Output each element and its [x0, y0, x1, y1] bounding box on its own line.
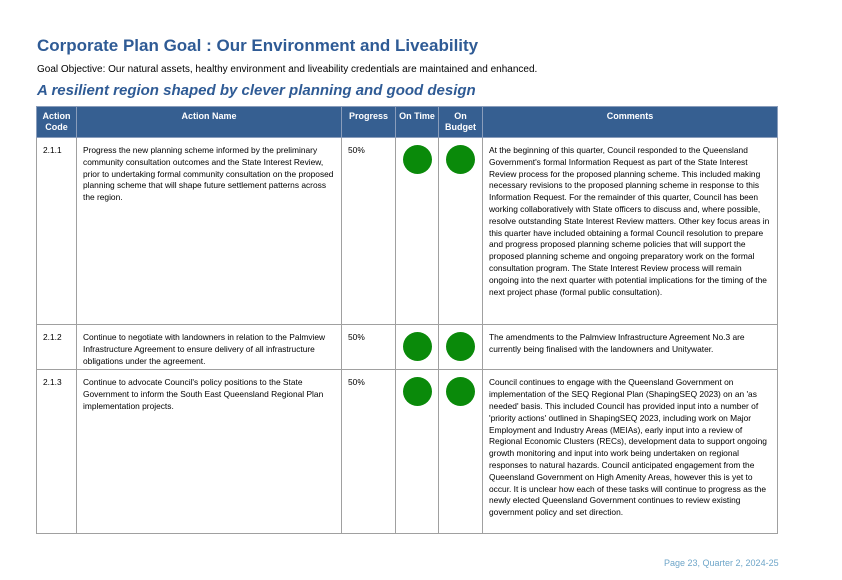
on-budget-status-dot	[446, 145, 475, 174]
col-header-comments: Comments	[482, 106, 778, 138]
action-name: Progress the new planning scheme informe…	[76, 137, 342, 325]
col-header-action-name: Action Name	[76, 106, 342, 138]
comments-text: At the beginning of this quarter, Counci…	[482, 137, 778, 325]
action-code: 2.1.2	[36, 323, 77, 371]
on-time-cell	[395, 323, 439, 371]
on-budget-status-dot	[446, 332, 475, 361]
table-row: 2.1.3 Continue to advocate Council's pol…	[36, 369, 778, 535]
action-code: 2.1.1	[36, 137, 77, 325]
progress-value: 50%	[341, 137, 396, 325]
col-header-progress: Progress	[341, 106, 396, 138]
comments-text: Council continues to engage with the Que…	[482, 369, 778, 535]
table-header-row: Action Code Action Name Progress On Time…	[36, 106, 778, 138]
on-budget-status-dot	[446, 377, 475, 407]
on-time-status-dot	[402, 332, 432, 361]
page-title: Corporate Plan Goal : Our Environment an…	[37, 36, 479, 55]
goal-objective: Goal Objective: Our natural assets, heal…	[37, 64, 538, 75]
table-row: 2.1.1 Progress the new planning scheme i…	[36, 137, 778, 325]
col-header-action-code: Action Code	[36, 106, 77, 138]
progress-value: 50%	[341, 323, 396, 371]
comments-text: The amendments to the Palmview Infrastru…	[482, 323, 778, 371]
on-budget-cell	[438, 323, 483, 371]
on-time-status-dot	[402, 377, 432, 407]
actions-table: Action Code Action Name Progress On Time…	[36, 106, 778, 535]
action-name: Continue to negotiate with landowners in…	[76, 323, 342, 371]
action-name: Continue to advocate Council's policy po…	[76, 369, 342, 535]
on-budget-cell	[438, 369, 483, 535]
progress-value: 50%	[341, 369, 396, 535]
table-row: 2.1.2 Continue to negotiate with landown…	[36, 323, 778, 371]
on-budget-cell	[438, 137, 483, 325]
on-time-cell	[395, 137, 439, 325]
col-header-on-budget: On Budget	[438, 106, 483, 138]
col-header-on-time: On Time	[395, 106, 439, 138]
section-title: A resilient region shaped by clever plan…	[37, 82, 476, 99]
on-time-cell	[395, 369, 439, 535]
page-footer: Page 23, Quarter 2, 2024-25	[664, 558, 779, 568]
action-code: 2.1.3	[36, 369, 77, 535]
on-time-status-dot	[402, 145, 432, 174]
